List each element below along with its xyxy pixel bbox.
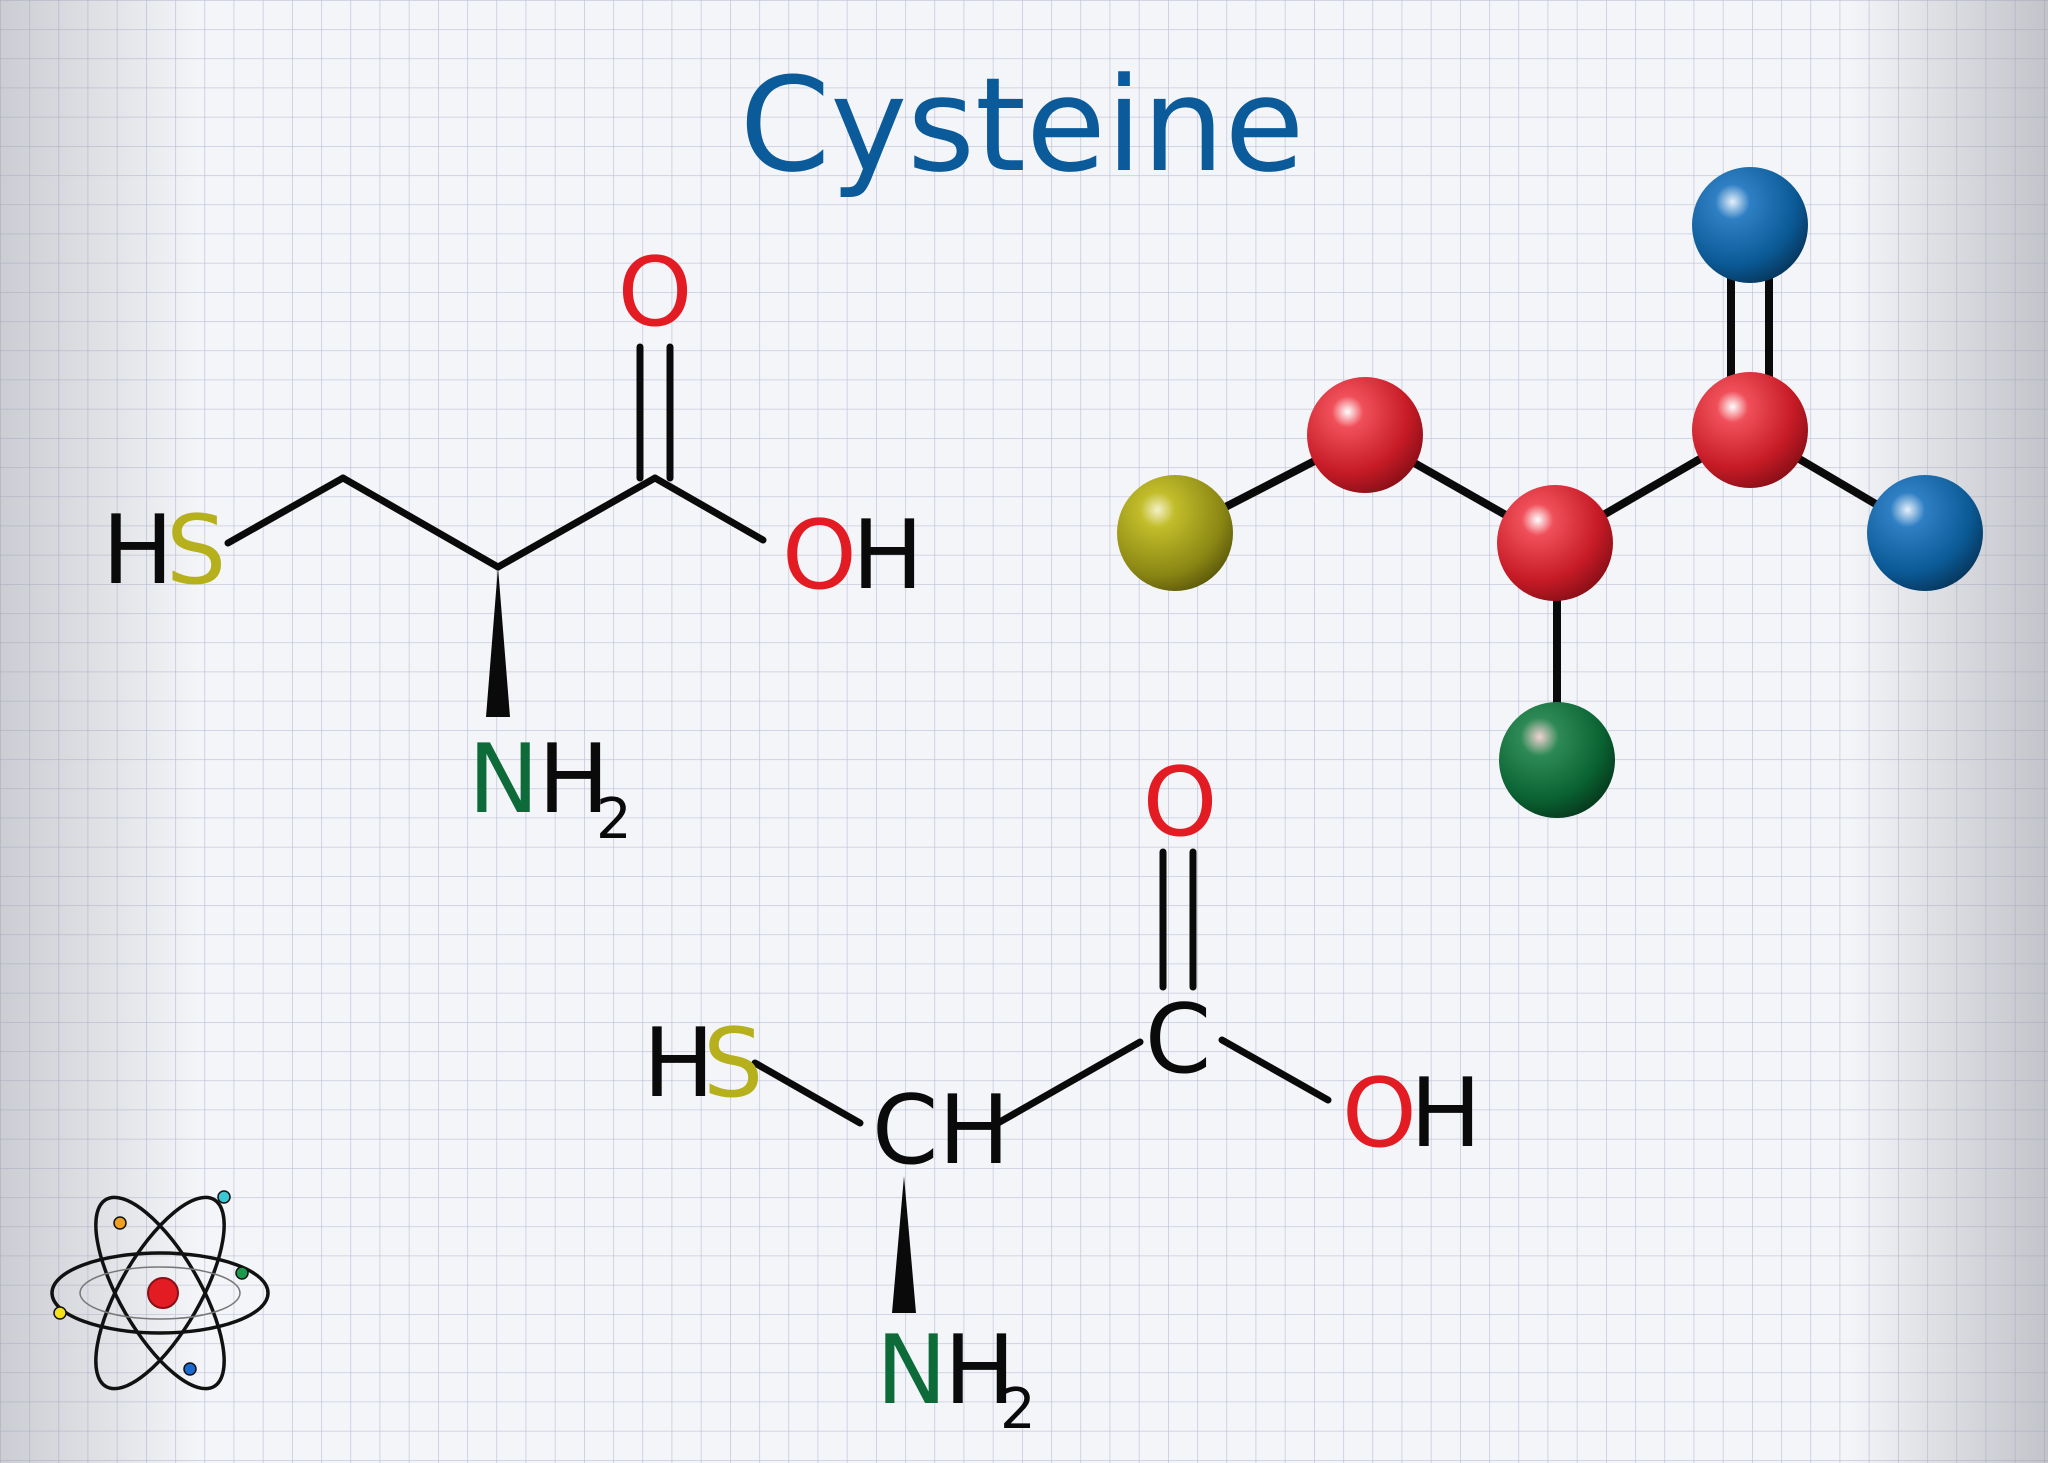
skeletal-h-thiol: H xyxy=(102,496,173,606)
bond-s-cbeta xyxy=(224,474,347,547)
cond-bond-c-oh xyxy=(1218,1036,1332,1104)
skeletal-h-amine: H xyxy=(538,725,609,835)
skeletal-h-hydroxyl: H xyxy=(852,501,923,611)
skeletal-o-carbonyl: O xyxy=(618,238,693,348)
ball-carbon-carboxyl xyxy=(1692,372,1808,488)
condensed-s-thiol: S xyxy=(703,1009,763,1119)
right-shade xyxy=(1848,0,2048,1463)
condensed-n-amine: N xyxy=(876,1316,947,1426)
bond-calpha-ccarboxyl xyxy=(494,474,659,571)
condensed-h-amine: H xyxy=(944,1316,1015,1426)
condensed-h-thiol: H xyxy=(643,1009,714,1119)
condensed-h-hydroxyl: H xyxy=(1410,1059,1481,1169)
skeletal-n-amine: N xyxy=(468,725,539,835)
skeletal-subscript-2: 2 xyxy=(596,787,632,852)
bond-cbeta-calpha xyxy=(339,474,502,571)
ball-oxygen-hydroxyl xyxy=(1867,475,1983,591)
cond-bond-ch-c xyxy=(994,1038,1144,1127)
left-shade xyxy=(0,0,200,1463)
condensed-formula: H S CH C O O H N H 2 xyxy=(643,748,1481,1442)
wedge-bond-amine xyxy=(486,567,510,717)
condensed-ch: CH xyxy=(872,1076,1010,1186)
cond-wedge-bond-amine xyxy=(892,1176,916,1313)
bond-ccarboxyl-ohydroxyl xyxy=(651,474,767,544)
condensed-o-carbonyl: O xyxy=(1143,748,1218,858)
condensed-bonds xyxy=(751,848,1332,1127)
condensed-c-carboxyl: C xyxy=(1145,985,1211,1095)
page-title: Cysteine xyxy=(740,49,1305,201)
cond-bond-s-ch xyxy=(751,1059,864,1127)
skeletal-o-hydroxyl: O xyxy=(782,501,857,611)
ball-and-stick-model xyxy=(1117,167,1983,818)
ball-carbon-alpha xyxy=(1497,485,1613,601)
ball-oxygen-carbonyl xyxy=(1692,167,1808,283)
ball-nitrogen xyxy=(1499,702,1615,818)
condensed-o-hydroxyl: O xyxy=(1342,1059,1417,1169)
condensed-subscript-2: 2 xyxy=(1000,1377,1036,1442)
skeletal-s-thiol: S xyxy=(166,496,226,606)
ball-sulfur xyxy=(1117,475,1233,591)
ball-carbon-beta xyxy=(1307,377,1423,493)
skeletal-formula: H S O O H N H 2 xyxy=(102,238,923,852)
atom-icon xyxy=(50,1190,270,1391)
skeletal-bonds xyxy=(224,343,767,571)
